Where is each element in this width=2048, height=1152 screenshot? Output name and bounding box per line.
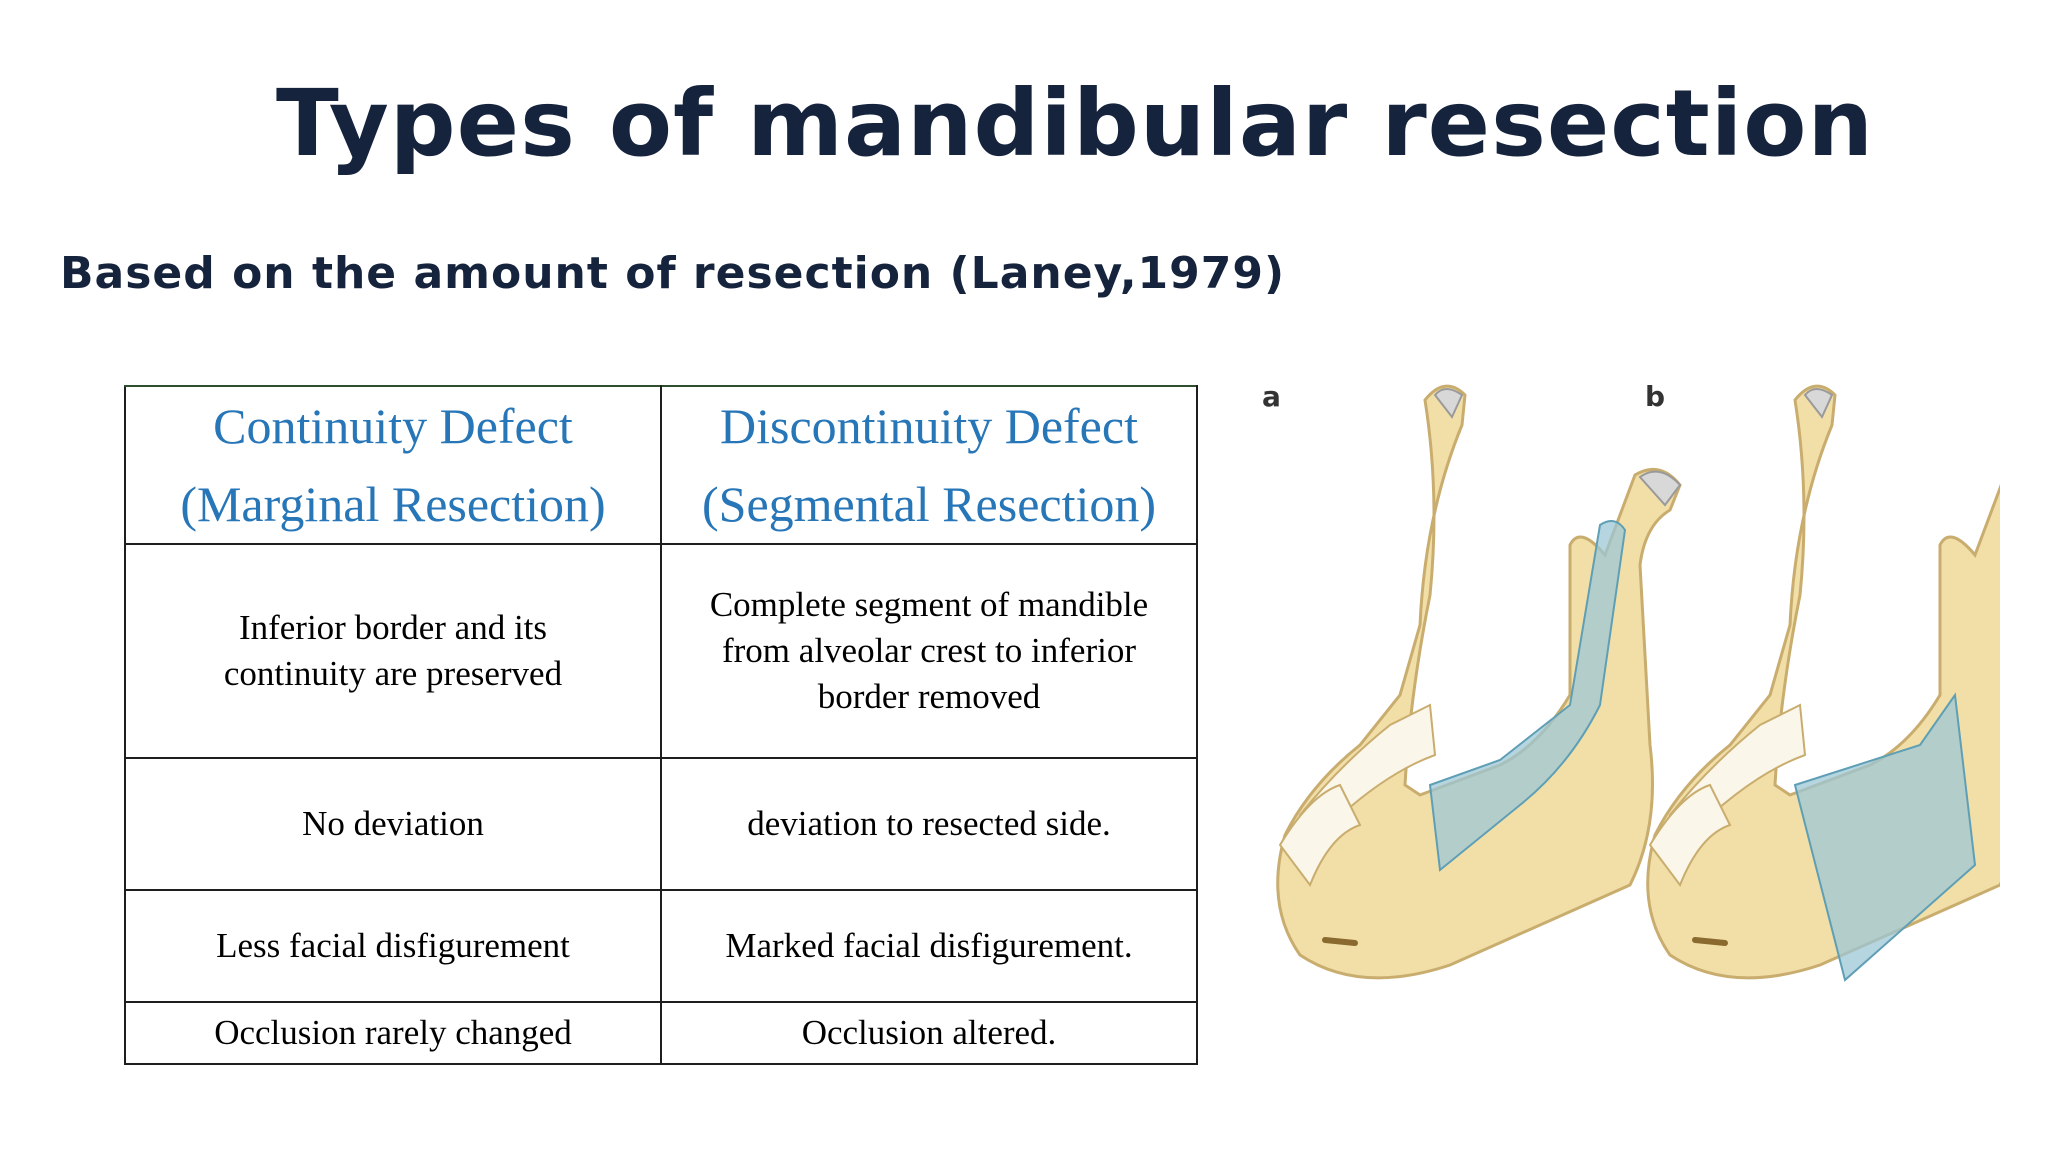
table-cell: Marked facial disfigurement. <box>660 889 1198 1003</box>
header-discontinuity-defect: Discontinuity Defect (Segmental Resectio… <box>660 385 1198 545</box>
table-cell: Occlusion altered. <box>660 1001 1198 1065</box>
mandible-resection-figure: a b <box>1240 365 2048 1025</box>
mandible-illustrations <box>1276 384 2048 982</box>
slide-title: Types of mandibular resection <box>276 70 1874 177</box>
table-row: Occlusion rarely changed Occlusion alter… <box>124 1001 1198 1065</box>
comparison-table: Continuity Defect (Marginal Resection) D… <box>124 385 1198 1065</box>
mandible-segmental-resection-illustration <box>1646 384 2048 982</box>
table-header-row: Continuity Defect (Marginal Resection) D… <box>124 385 1198 545</box>
table-cell: deviation to resected side. <box>660 757 1198 891</box>
table-cell: No deviation <box>124 757 662 891</box>
header-continuity-defect: Continuity Defect (Marginal Resection) <box>124 385 662 545</box>
panel-label-a: a <box>1262 380 1281 413</box>
mandible-marginal-resection-illustration <box>1276 384 1682 980</box>
table-cell: Inferior border and its continuity are p… <box>124 543 662 759</box>
panel-label-b: b <box>1645 380 1666 413</box>
table-cell: Less facial disfigurement <box>124 889 662 1003</box>
table-row: Less facial disfigurement Marked facial … <box>124 889 1198 1003</box>
slide-subtitle: Based on the amount of resection (Laney,… <box>60 248 1286 299</box>
table-row: Inferior border and its continuity are p… <box>124 543 1198 759</box>
table-cell: Complete segment of mandible from alveol… <box>660 543 1198 759</box>
table-cell: Occlusion rarely changed <box>124 1001 662 1065</box>
table-row: No deviation deviation to resected side. <box>124 757 1198 891</box>
